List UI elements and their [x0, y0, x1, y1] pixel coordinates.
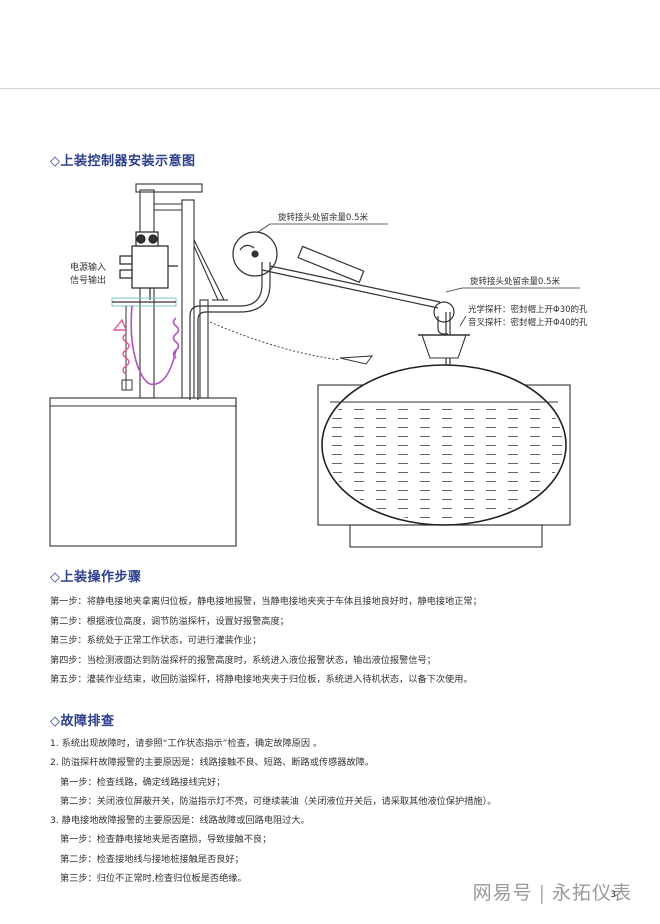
top-divider	[0, 88, 660, 89]
label-swivel-right: 旋转接头处留余量0.5米	[470, 276, 561, 287]
list-item: 第三步：归位不正常时,检查归位板是否绝缘。	[60, 873, 247, 885]
grounding-clamp-pink	[112, 318, 130, 375]
list-item: 第二步：关闭液位屏蔽开关，防溢指示灯不亮，可继续装油（关闭液位开关后，请采取其他…	[60, 795, 497, 807]
list-item: 3. 静电接地故障报警的主要原因是：线路故障或回路电阻过大。	[50, 815, 310, 827]
label-signal-output: 信号输出	[70, 274, 106, 286]
list-item: 第一步：将静电接地夹拿离归位板，静电接地报警，当静电接地夹夹于车体且接地良好时，…	[50, 596, 482, 607]
watermark: 网易号|永拓仪表	[472, 882, 632, 904]
watermark-left: 网易号	[472, 882, 533, 904]
controller-junction-box	[119, 231, 178, 300]
tank	[317, 334, 571, 548]
list-item: 第四步：当检测液面达到防溢探杆的报警高度时，系统进入液位报警状态，输出液位报警信…	[50, 654, 436, 666]
support-frame	[135, 183, 228, 399]
list-item: 第一步：检查静电接地夹是否磨损，导致接触不良；	[60, 834, 272, 846]
fault-list: 1. 系统出现故障时，请参照“工作状态指示”检查，确定故障原因 。 2. 防溢探…	[50, 734, 650, 888]
hose-purple	[130, 305, 180, 386]
list-item: 第二步：检查接地线与接地桩接触是否良好；	[60, 853, 244, 865]
installation-diagram: 电源输入 信号输出 旋转接头处留余量0.5米	[49, 183, 588, 548]
grounding-clamp-tank	[339, 355, 374, 365]
label-tuning-probe: 音叉探杆：密封帽上开Φ40的孔	[468, 317, 588, 328]
list-item: 第三步：系统处于正常工作状态，可进行灌装作业；	[50, 635, 262, 646]
list-item: 2. 防溢探杆故障报警的主要原因是：线路接触不良、短路、断路或传感器故障。	[50, 757, 375, 769]
loading-platform	[49, 397, 237, 547]
list-item: 第二步：根据液位高度，调节防溢探杆，设置好报警高度；	[50, 615, 289, 627]
list-item: 1. 系统出现故障时，请参照“工作状态指示”检查，确定故障原因 。	[50, 738, 323, 749]
page-number: 3	[610, 890, 616, 900]
swivel-chain	[209, 321, 341, 361]
watermark-right: 永拓仪表	[551, 882, 632, 904]
label-swivel-top: 旋转接头处留余量0.5米	[278, 212, 369, 223]
operation-steps: 第一步：将静电接地夹拿离归位板，静电接地报警，当静电接地夹夹于车体且接地良好时，…	[50, 592, 640, 690]
section-title-install: ◇上装控制器安装示意图	[50, 154, 196, 169]
section-title-faults: ◇故障排查	[50, 714, 115, 729]
list-item: 第五步：灌装作业结束，收回防溢探杆，将静电接地夹夹于归位板，系统进入待机状态，以…	[50, 674, 473, 685]
section-title-steps: ◇上装操作步骤	[50, 570, 142, 585]
list-item: 第一步：检查线路，确定线路接线完好；	[60, 776, 226, 788]
probe-rail	[111, 297, 177, 391]
label-power-input: 电源输入	[70, 261, 106, 273]
label-optical-probe: 光学探杆：密封帽上开Φ30的孔	[468, 304, 588, 315]
